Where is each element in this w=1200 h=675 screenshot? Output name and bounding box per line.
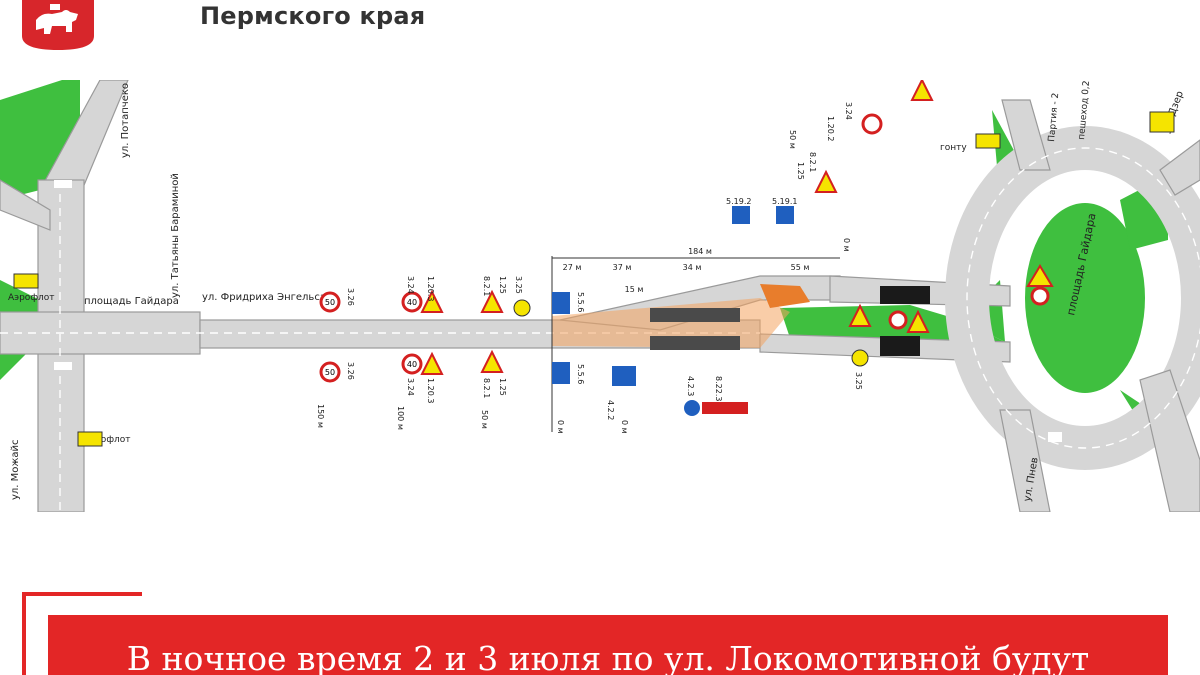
sign-code-125a: 1.25 (498, 276, 507, 294)
street-label-aeroflot-1: Аэрофлот (8, 293, 55, 303)
distance-labels: 150 м 100 м 50 м 0 м 0 м 184 м 27 м 37 м… (316, 130, 851, 434)
no-overtaking-end-sign (513, 299, 531, 317)
road-signs: 50 50 40 40 (13, 80, 1175, 447)
speed-limit-value-bottom: 50 (325, 368, 335, 377)
distance-27: 27 м (563, 263, 582, 272)
speed-limit-40-sign-top (401, 291, 423, 313)
distance-0b: 0 м (620, 420, 629, 434)
street-label-potemkina: ул. Потапчеко (120, 83, 131, 158)
sign-code-5191: 5.19.1 (772, 197, 797, 206)
sign-code-325a: 3.25 (514, 276, 523, 294)
sign-code-12013b: 1.20.3 (426, 378, 435, 403)
warning-sign-roadworks-4 (480, 349, 504, 373)
sign-code-125b: 1.25 (498, 378, 507, 396)
keep-left-sign (684, 400, 700, 416)
no-overtaking-end-sign-2 (851, 349, 869, 367)
sign-code-324a: 3.24 (406, 276, 415, 294)
distance-55: 55 м (791, 263, 810, 272)
sign-code-326b: 3.26 (346, 362, 355, 380)
sign-codes: 5.19.2 5.19.1 3.26 3.24 1.20.3 8.2.1 1.2… (346, 102, 863, 420)
headline-banner: В ночное время 2 и 3 июля по ул. Локомот… (48, 615, 1168, 675)
sign-code-12012: 1.20.2 (826, 116, 835, 141)
sign-code-422: 4.2.2 (606, 400, 615, 420)
sign-code-821b: 8.2.1 (482, 378, 491, 398)
warning-sign-right-1 (848, 303, 872, 327)
chevron-board (702, 402, 748, 414)
sign-code-423: 4.2.3 (686, 376, 695, 396)
street-label-aeroflot-2: Аэрофлот (84, 435, 131, 445)
work-zone (551, 256, 930, 432)
info-plate-top-right (975, 133, 1001, 149)
sign-code-326a: 3.26 (346, 288, 355, 306)
distance-34: 34 м (683, 263, 702, 272)
sign-code-324c: 3.24 (844, 102, 853, 120)
distance-0: 0 м (556, 420, 565, 434)
roundabout-circle-sign (1030, 286, 1050, 306)
detour-sign (612, 366, 636, 386)
speed-limit-value-top: 50 (325, 298, 335, 307)
decorative-frame (22, 592, 142, 675)
headline-text: В ночное время 2 и 3 июля по ул. Локомот… (126, 639, 1090, 675)
street-label-tatyany-barami: ул. Татьяны Бараминой (170, 173, 181, 298)
distance-0c: 0 м (842, 238, 851, 252)
speed-limit-40-value-top: 40 (407, 298, 417, 307)
sign-code-12013a: 1.20.3 (426, 276, 435, 301)
sign-code-325b: 3.25 (854, 372, 863, 390)
info-plate-far-right (1149, 111, 1175, 133)
sign-code-125c: 1.25 (796, 162, 805, 180)
header-title: Пермского края (200, 2, 426, 30)
sign-code-556a: 5.5.6 (576, 292, 585, 312)
speed-sign-circle-right (888, 310, 908, 330)
speed-limit-sign-top (319, 291, 341, 313)
crosswalk-sign-right (776, 206, 794, 224)
lane-direction-sign-top (552, 292, 570, 314)
sign-code-8223: 8.22.3 (714, 376, 723, 401)
warning-sign-roadworks-3 (480, 289, 504, 313)
street-label-gonka: гонту (940, 143, 967, 153)
distance-37: 37 м (613, 263, 632, 272)
lane-direction-sign-bottom (552, 362, 570, 384)
distance-184: 184 м (688, 247, 712, 256)
perm-bear-emblem-icon (22, 0, 94, 50)
sign-code-324b: 3.24 (406, 378, 415, 396)
pedestrian-crossings (54, 180, 1062, 442)
sign-code-821c: 8.2.1 (808, 152, 817, 172)
distance-50: 50 м (480, 410, 489, 429)
roundabout-sign (1026, 264, 1054, 287)
street-label-fridrikha-engelsa: ул. Фридриха Энгельса (202, 292, 326, 303)
speed-sign-right (861, 113, 883, 135)
distance-150: 150 м (316, 404, 325, 428)
info-plate-left (13, 273, 39, 289)
sign-code-556b: 5.5.6 (576, 364, 585, 384)
distance-15: 15 м (625, 285, 644, 294)
warning-sign-right-2 (906, 309, 930, 333)
crosswalk-sign-left (732, 206, 750, 224)
street-label-ploshchad-gaidara: площадь Гайдара (84, 296, 179, 307)
distance-50b: 50 м (788, 130, 797, 149)
sign-code-5192: 5.19.2 (726, 197, 751, 206)
warning-sign-right-4 (910, 80, 934, 101)
warning-sign-roadworks-2 (420, 351, 444, 375)
street-label-parking: Партия - 2 (1047, 92, 1061, 142)
speed-limit-sign-bottom (319, 361, 341, 383)
distance-100: 100 м (396, 406, 405, 430)
street-label-mozhaiskaya: ул. Можайс (10, 439, 21, 500)
info-plate-bottom-left (77, 431, 103, 447)
warning-sign-right-3 (814, 169, 838, 193)
sign-code-821a: 8.2.1 (482, 276, 491, 296)
speed-limit-40-value-bottom: 40 (407, 360, 417, 369)
warning-sign-roadworks-1 (420, 289, 444, 313)
road-scheme-map: ул. Потапчеко ул. Татьяны Бараминой площ… (0, 80, 1200, 512)
speed-limit-40-sign-bottom (401, 353, 423, 375)
